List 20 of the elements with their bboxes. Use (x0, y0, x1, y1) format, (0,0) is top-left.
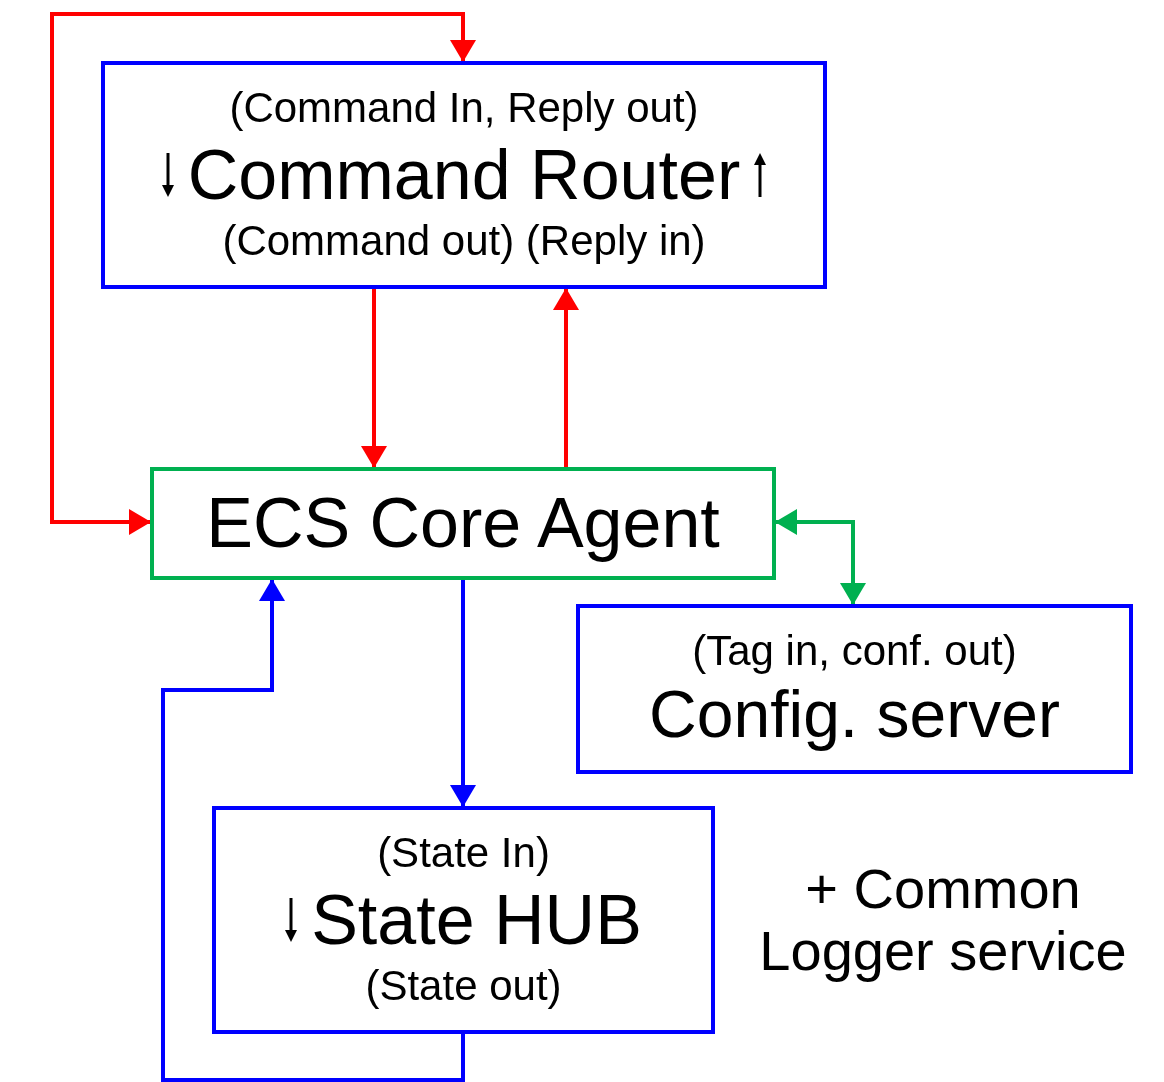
arrow (775, 509, 866, 605)
arrow (450, 580, 476, 807)
arrow (553, 288, 579, 467)
port-text: (State out) (365, 961, 562, 1012)
arrow (50, 12, 476, 535)
box-title: ECS Core Agent (206, 483, 720, 564)
box-title: Config. server (649, 677, 1060, 754)
process-box (212, 806, 715, 1034)
arrow (161, 579, 465, 1082)
port-text: (Command out) (Reply in) (222, 216, 706, 267)
box-title: Command Router (187, 134, 741, 216)
process-box (150, 467, 776, 580)
process-box (101, 61, 827, 289)
port-text: (State In) (377, 828, 550, 879)
box-title: State HUB (311, 879, 642, 961)
note-text: + Common Logger service (758, 858, 1128, 982)
port-text: (Tag in, conf. out) (692, 625, 1017, 676)
arrow (361, 289, 387, 468)
process-box (576, 604, 1133, 774)
port-text: (Command In, Reply out) (229, 83, 699, 134)
